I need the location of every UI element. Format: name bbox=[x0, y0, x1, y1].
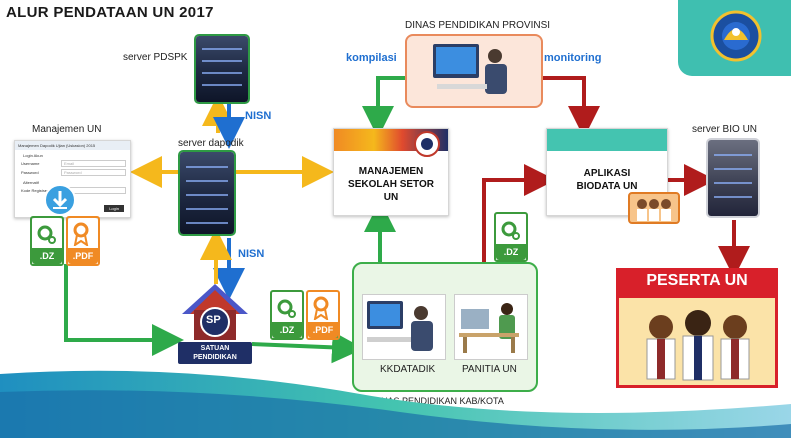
screenshot-alt-label: Alternatif bbox=[23, 180, 39, 185]
dz-file-icon-1: .DZ bbox=[30, 216, 64, 266]
panitia-panel bbox=[454, 294, 528, 360]
dz-ext-label: .DZ bbox=[272, 322, 302, 338]
panitia-un-label: PANITIA UN bbox=[462, 364, 517, 375]
pdf-ext-label: .PDF bbox=[68, 248, 98, 264]
screenshot-login-button: Login bbox=[104, 205, 124, 212]
dz-ext-label: .DZ bbox=[496, 244, 526, 260]
page-title: ALUR PENDATAAN UN 2017 bbox=[6, 4, 214, 21]
server-pdspk bbox=[196, 36, 248, 102]
sp-badge-label: SP bbox=[206, 314, 221, 326]
pdf-ext-label: .PDF bbox=[308, 322, 338, 338]
kkdatadik-label: KKDATADIK bbox=[380, 364, 436, 375]
screenshot-heading: Manajemen Dapodik Ujian (Uskasion) 2015 bbox=[15, 141, 130, 150]
students-thumbnail bbox=[628, 192, 680, 224]
card-banner bbox=[547, 129, 667, 151]
kkdatadik-panel bbox=[362, 294, 446, 360]
peserta-un-box: PESERTA UN bbox=[616, 268, 778, 388]
footer-swoosh bbox=[0, 370, 791, 438]
pdf-file-icon-2: .PDF bbox=[306, 290, 340, 340]
server-pdspk-label: server PDSPK bbox=[123, 52, 188, 63]
badge-icon bbox=[414, 131, 440, 157]
satuan-pendidikan-label: SATUAN PENDIDIKAN bbox=[178, 342, 252, 364]
students-icon bbox=[637, 199, 671, 221]
tut-wuri-handayani-icon bbox=[710, 10, 762, 62]
aplikasi-biodata-label: APLIKASI BIODATA UN bbox=[576, 168, 638, 192]
pdf-file-icon-1: .PDF bbox=[66, 216, 100, 266]
screenshot-username-label: Username bbox=[21, 161, 40, 166]
dinas-kab-box: KKDATADIK PANITIA UN bbox=[352, 262, 538, 392]
aplikasi-biodata-un-card: APLIKASI BIODATA UN bbox=[546, 128, 668, 216]
dinas-provinsi-label: DINAS PENDIDIKAN PROVINSI bbox=[405, 20, 551, 31]
manajemen-un-label: Manajemen UN bbox=[32, 124, 102, 135]
server-bio-un bbox=[708, 140, 758, 216]
dz-file-icon-2: .DZ bbox=[270, 290, 304, 340]
operator-at-computer-icon bbox=[367, 301, 433, 351]
screenshot-password-field: Password bbox=[61, 169, 126, 176]
mssu-label: MANAJEMEN SEKOLAH SETOR UN bbox=[348, 166, 434, 203]
operator-at-computer-icon bbox=[433, 44, 507, 94]
dinas-kab-label: DINAS PENDIDIKAN KAB/KOTA bbox=[372, 396, 504, 406]
screenshot-username-field: Email bbox=[61, 160, 126, 167]
peserta-un-banner bbox=[616, 268, 778, 298]
dz-ext-label: .DZ bbox=[32, 248, 62, 264]
award-icon bbox=[73, 222, 89, 248]
screenshot-login-label: Login Akun bbox=[23, 153, 43, 158]
peserta-un-label: PESERTA UN bbox=[646, 272, 748, 289]
server-dapodik-label: server dapodik bbox=[178, 138, 244, 149]
school-house-icon bbox=[182, 284, 248, 340]
kompilasi-label: kompilasi bbox=[346, 52, 397, 64]
gear-icon bbox=[37, 225, 56, 244]
person-at-desk-icon bbox=[459, 303, 519, 353]
gear-icon bbox=[277, 299, 296, 318]
satuan-pendidikan: SP SATUAN PENDIDIKAN bbox=[176, 280, 254, 372]
server-dapodik bbox=[180, 152, 234, 234]
screenshot-password-label: Password bbox=[21, 170, 39, 175]
gear-icon bbox=[501, 221, 520, 240]
monitoring-label: monitoring bbox=[544, 52, 602, 64]
manajemen-sekolah-setor-un-card: MANAJEMEN SEKOLAH SETOR UN bbox=[333, 128, 449, 216]
kemendikbud-logo bbox=[678, 0, 791, 76]
students-group-icon bbox=[646, 310, 750, 381]
dinas-provinsi-box bbox=[405, 34, 543, 108]
award-icon bbox=[313, 296, 329, 322]
screenshot-kode-label: Kode Registrasi bbox=[21, 188, 50, 193]
download-icon bbox=[44, 184, 76, 216]
nisn-label-bottom: NISN bbox=[238, 248, 265, 260]
server-bio-un-label: server BIO UN bbox=[692, 124, 758, 135]
dz-file-icon-3: .DZ bbox=[494, 212, 528, 262]
nisn-label-top: NISN bbox=[245, 110, 272, 122]
